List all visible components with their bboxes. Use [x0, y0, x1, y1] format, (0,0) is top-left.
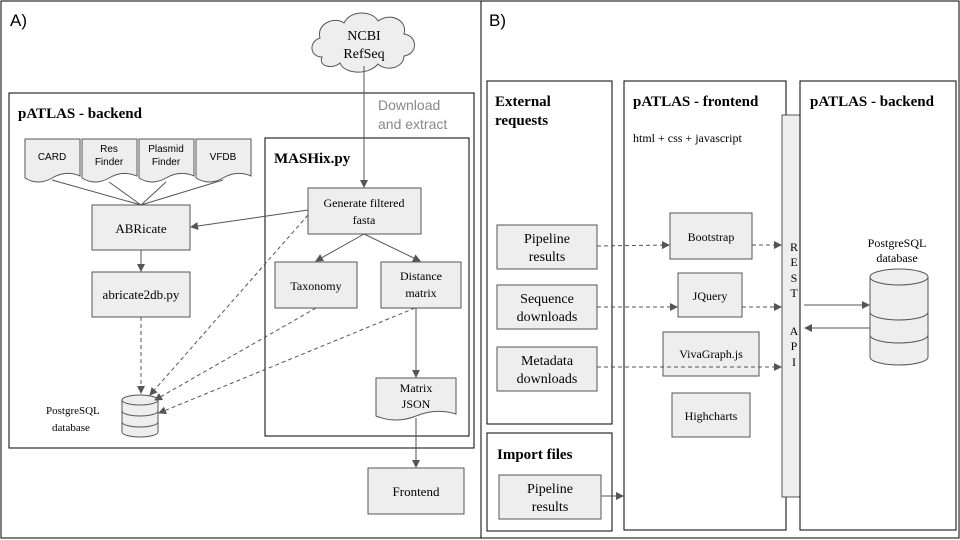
generate-line2: fasta — [353, 213, 376, 227]
frontend-label: Frontend — [393, 484, 440, 499]
api-letter-a: A — [790, 324, 799, 338]
sequence-line1: Sequence — [520, 292, 574, 307]
api-letter-i: I — [792, 355, 796, 369]
db-resfinder-line2: Finder — [95, 157, 124, 168]
panel-b-label: B) — [489, 11, 506, 30]
matrix-json-line2: JSON — [402, 397, 431, 411]
db-card: CARD — [24, 138, 81, 183]
jquery-label: JQuery — [693, 289, 728, 303]
db-plasmidfinder: Plasmid Finder — [138, 138, 195, 183]
abricate-box — [91, 204, 191, 251]
frontend-title: pATLAS - frontend — [633, 94, 759, 110]
download-label-line2: and extract — [378, 116, 447, 132]
rest-letter-s: S — [791, 271, 798, 285]
metadata-line1: Metadata — [521, 354, 574, 369]
pipeline-line2: results — [529, 250, 566, 265]
highcharts-box — [671, 392, 751, 438]
bootstrap-box — [669, 212, 753, 260]
distance-line1: Distance — [400, 269, 442, 283]
generate-fasta-box — [307, 187, 422, 235]
distance-matrix-box — [380, 261, 462, 309]
panel-b-connectors — [596, 241, 870, 500]
jquery-box — [677, 272, 743, 318]
postgres-a-line2: database — [52, 422, 90, 434]
api-letter-p: P — [791, 339, 798, 353]
matrix-json-doc: Matrix JSON — [375, 377, 457, 421]
mashix-frame — [264, 137, 470, 437]
import-pipeline-line1: Pipeline — [527, 482, 573, 497]
panel-a-connectors — [51, 66, 421, 468]
sequence-line2: downloads — [517, 310, 578, 325]
backend-b-title: pATLAS - backend — [810, 94, 935, 110]
postgres-cylinder-b — [869, 268, 929, 366]
vivagraph-label: VivaGraph.js — [679, 347, 743, 361]
panel-a: A) NCBI RefSeq pATLAS - backend Download… — [0, 0, 482, 539]
taxonomy-box — [274, 261, 358, 309]
download-label-line1: Download — [378, 97, 440, 113]
db-plasmidfinder-line2: Finder — [152, 157, 181, 168]
cloud-label-line1: NCBI — [347, 29, 381, 44]
mashix-title: MASHix.py — [274, 151, 351, 167]
db-vfdb-label: VFDB — [210, 152, 237, 163]
db-resfinder-line1: Res — [100, 144, 118, 155]
db-vfdb: VFDB — [195, 138, 252, 183]
cloud-label-line2: RefSeq — [343, 47, 384, 62]
import-title: Import files — [497, 447, 573, 463]
abricate-label: ABRicate — [115, 221, 166, 236]
highcharts-label: Highcharts — [685, 409, 738, 423]
abricate2db-label: abricate2db.py — [103, 287, 180, 302]
metadata-downloads-box — [496, 346, 598, 392]
import-pipeline-results-box — [498, 474, 602, 520]
vivagraph-box — [662, 331, 760, 377]
distance-line2: matrix — [405, 286, 436, 300]
db-card-label: CARD — [38, 152, 66, 163]
pipeline-line1: Pipeline — [524, 232, 570, 247]
postgres-b-line1: PostgreSQL — [868, 236, 927, 250]
postgres-b-line2: database — [876, 251, 917, 265]
rest-letter-r: R — [790, 240, 798, 254]
panel-b: B) External requests Pipeline results Se… — [480, 0, 960, 539]
pipeline-results-box — [496, 224, 598, 270]
backend-title: pATLAS - backend — [18, 106, 143, 122]
backend-frame — [8, 92, 475, 449]
external-line2: requests — [495, 113, 548, 129]
postgres-a-line1: PostgreSQL — [46, 405, 100, 417]
panel-a-label: A) — [10, 11, 27, 30]
taxonomy-label: Taxonomy — [290, 279, 341, 293]
db-plasmidfinder-line1: Plasmid — [148, 144, 184, 155]
metadata-line2: downloads — [517, 372, 578, 387]
rest-letter-e: E — [790, 255, 797, 269]
bootstrap-label: Bootstrap — [688, 230, 735, 244]
matrix-json-line1: Matrix — [400, 381, 433, 395]
generate-line1: Generate filtered — [324, 196, 405, 210]
postgres-cylinder-a — [121, 394, 159, 438]
sequence-downloads-box — [496, 284, 598, 330]
rest-letter-t: T — [790, 286, 798, 300]
frontend-box — [367, 467, 465, 515]
frontend-subtitle: html + css + javascript — [633, 131, 743, 145]
import-pipeline-line2: results — [532, 500, 569, 515]
external-line1: External — [495, 94, 551, 110]
ncbi-refseq-cloud: NCBI RefSeq — [311, 12, 415, 73]
db-resfinder: Res Finder — [81, 138, 138, 183]
